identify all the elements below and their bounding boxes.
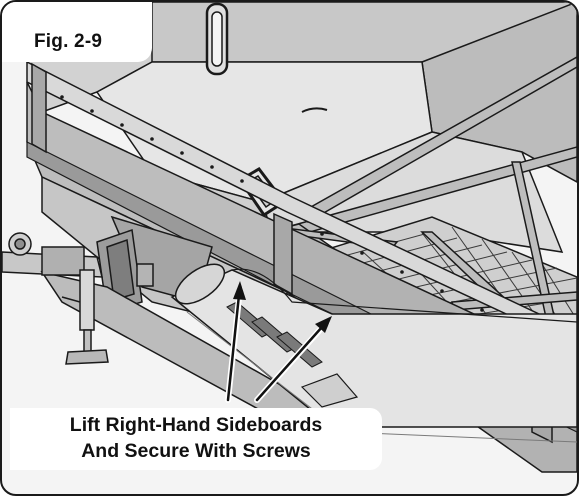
- front-top-rail: [26, 60, 577, 348]
- callout-line-2: And Secure With Screws: [81, 440, 311, 462]
- callout-arrowhead-right: [315, 316, 332, 333]
- jack-stand: [61, 269, 109, 365]
- callout-arrowhead-left: [233, 281, 246, 300]
- callout-arrow-right: [255, 325, 324, 402]
- callout-line-1: Lift Right-Hand Sideboards: [69, 414, 323, 436]
- hopper-handle: [301, 107, 328, 113]
- callout-box: Lift Right-Hand Sideboards And Secure Wi…: [10, 408, 382, 470]
- callout-arrow-left: [226, 293, 241, 402]
- figure-label: Fig. 2-9: [2, 2, 152, 62]
- auger-end-cap: [174, 263, 226, 305]
